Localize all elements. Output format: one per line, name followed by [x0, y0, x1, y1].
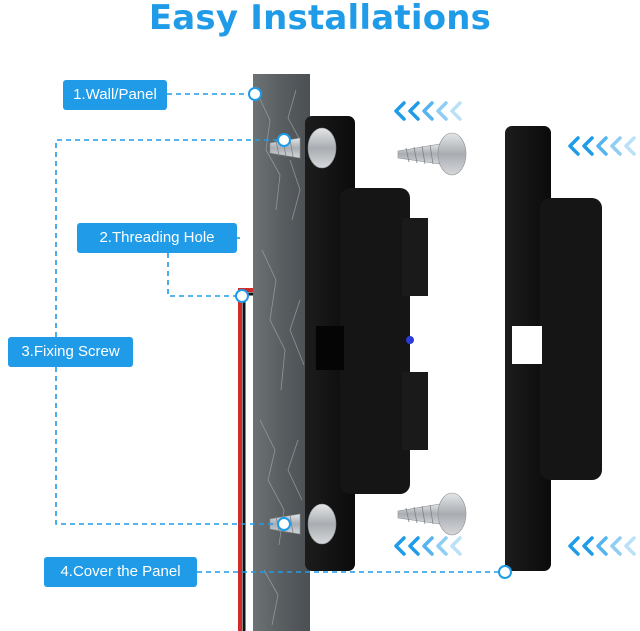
page-title: Easy Installations: [148, 0, 492, 38]
cover-panel: [505, 126, 602, 571]
screw-icon: [397, 492, 467, 536]
chevron-left-icon: [568, 136, 636, 156]
callout-line-hole: [167, 253, 237, 297]
marker-hole: [235, 289, 249, 303]
label-threading-hole: 2.Threading Hole: [77, 223, 237, 253]
chevron-left-icon: [394, 101, 462, 121]
screw-icon: [397, 132, 467, 176]
callout-line-screw-bottom: [55, 367, 280, 525]
mounted-bracket: [305, 116, 428, 571]
marker-cover: [498, 565, 512, 579]
marker-wall: [248, 87, 262, 101]
label-cover-panel: 4.Cover the Panel: [44, 557, 197, 587]
screw-icon: [269, 127, 337, 169]
cable-icon: [238, 288, 253, 631]
label-wall-panel: 1.Wall/Panel: [63, 80, 167, 110]
chevron-left-icon: [568, 536, 636, 556]
marker-screw-top: [277, 133, 291, 147]
chevron-left-icon: [394, 536, 462, 556]
wall-panel: [253, 74, 310, 631]
marker-screw-bottom: [277, 517, 291, 531]
callout-line-screw-top: [55, 139, 280, 337]
label-fixing-screw: 3.Fixing Screw: [8, 337, 133, 367]
